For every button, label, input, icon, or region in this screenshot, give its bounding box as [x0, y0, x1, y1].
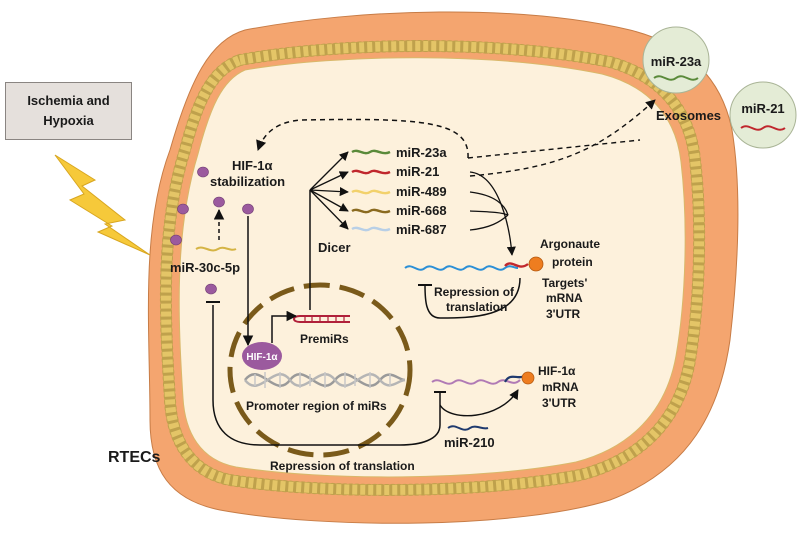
- exosome-mir-label: miR-21: [741, 101, 784, 116]
- hif-protein-label: HIF-1α: [246, 352, 278, 363]
- mir-strand: [351, 189, 391, 195]
- targets-line1: Targets': [542, 276, 587, 290]
- hif-protein-icon: [242, 342, 282, 370]
- targets-line2: mRNA: [546, 291, 583, 305]
- stimulus-line2: Hypoxia: [43, 113, 94, 128]
- target-mrna-strand: [404, 265, 519, 271]
- feedback-dashed-arrow: [256, 118, 469, 159]
- exosome-vesicle: [729, 81, 797, 149]
- dicer-fan-arrows: [309, 151, 349, 230]
- repression1-line2: translation: [446, 300, 507, 314]
- mir210-strand: [447, 425, 489, 431]
- argonaute-line1: Argonaute: [540, 237, 600, 251]
- mir-strand: [351, 169, 391, 175]
- hif-mrna-strand: [431, 379, 521, 385]
- mir-strand: [351, 208, 391, 214]
- mir-strand: [351, 149, 391, 155]
- mir210-arrow: [439, 389, 519, 417]
- premirs-label: PremiRs: [300, 332, 349, 346]
- hif-stabilization-line1: HIF-1α: [232, 158, 273, 173]
- lightning-icon: [54, 154, 151, 256]
- exosome-mir-strand: [653, 75, 699, 81]
- mir-label: miR-23a: [396, 145, 447, 160]
- promoter-label: Promoter region of miRs: [246, 399, 387, 413]
- stimulus-line1: Ischemia and: [27, 93, 110, 108]
- hif-mrna-line3: 3'UTR: [542, 396, 577, 410]
- exosomes-label: Exosomes: [656, 108, 721, 123]
- hif-mrna-line1: HIF-1α: [538, 364, 576, 378]
- mir210-label: miR-210: [444, 435, 495, 450]
- repression-inhibit-line: [424, 277, 521, 319]
- targets-line3: 3'UTR: [546, 307, 581, 321]
- dna-helix-icon: [244, 372, 406, 388]
- mir-label: miR-489: [396, 184, 447, 199]
- mir30c-strand: [195, 246, 237, 252]
- promoter-to-premir-arrow: [271, 310, 298, 343]
- cell-label: RTECs: [108, 449, 161, 466]
- hif-stabilization-line2: stabilization: [210, 174, 285, 189]
- exosome-mir-label: miR-23a: [651, 54, 702, 69]
- argonaute-line2: protein: [552, 255, 593, 269]
- repression-bottom-label: Repression of translation: [270, 459, 415, 473]
- bottom-repression-line: [212, 305, 441, 446]
- mir-strand: [351, 226, 391, 232]
- hif-molecules: [170, 166, 254, 295]
- premir-hairpin-icon: [293, 315, 350, 323]
- repression1-line1: Repression of: [434, 285, 515, 299]
- mir-to-target-arrows: [469, 171, 516, 256]
- mir-label: miR-668: [396, 203, 447, 218]
- mir-label: miR-687: [396, 222, 447, 237]
- exosome-mir-strand: [740, 125, 786, 131]
- mir-label: miR-21: [396, 164, 439, 179]
- hif-mrna-line2: mRNA: [542, 380, 579, 394]
- exosome-dashed-line: [467, 139, 641, 159]
- argonaute-protein-icon: [528, 256, 544, 272]
- hif-mrna-argonaute-icon: [521, 371, 535, 385]
- dicer-label: Dicer: [318, 240, 351, 255]
- mir-strands: [351, 149, 391, 232]
- nucleus: [227, 282, 413, 458]
- stimulus-box: Ischemia and Hypoxia: [5, 82, 132, 140]
- mir30c-label: miR-30c-5p: [170, 260, 240, 275]
- exosome-dashed-arrow: [469, 99, 656, 177]
